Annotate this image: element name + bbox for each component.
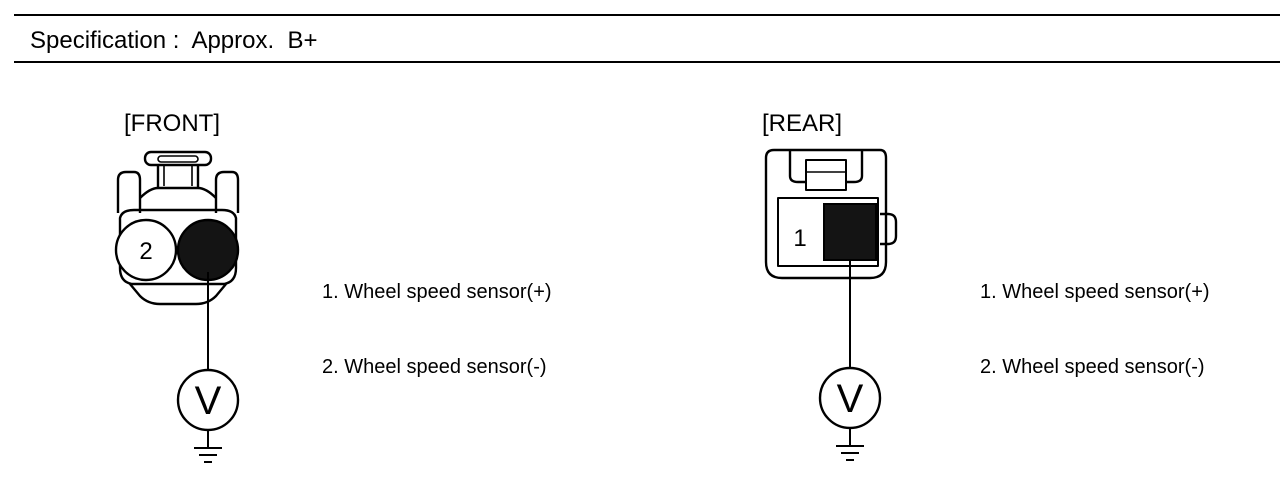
- specification-line: Specification : Approx. B+: [30, 27, 318, 55]
- front-title: [FRONT]: [124, 110, 220, 137]
- rear-pin-2: [823, 203, 877, 261]
- front-legend-item-2: 2. Wheel speed sensor(-): [322, 356, 547, 378]
- rear-legend-item-1: 1. Wheel speed sensor(+): [980, 281, 1210, 303]
- rear-housing: [764, 148, 888, 280]
- front-connector: [116, 150, 240, 306]
- front-pin-2: [114, 218, 178, 282]
- rear-group: [REAR] 1 V: [762, 110, 898, 461]
- front-group: [FRONT] 2 V: [114, 110, 240, 463]
- rear-ground-icon: [836, 428, 864, 461]
- specification-prefix: Approx.: [191, 27, 275, 54]
- rear-voltmeter-symbol: V: [837, 377, 864, 421]
- specification-label: Specification: [30, 27, 167, 54]
- front-voltmeter-symbol: V: [195, 379, 222, 423]
- front-pin-1: [176, 218, 240, 282]
- header-top-rule: [14, 14, 1280, 16]
- rear-pin-1-label: 1: [793, 225, 806, 252]
- front-skirt: [129, 283, 227, 306]
- front-body: [118, 208, 238, 286]
- rear-latch: [805, 159, 847, 191]
- specification-separator: :: [172, 27, 180, 54]
- rear-pin-legend: 1. Wheel speed sensor(+) 2. Wheel speed …: [980, 230, 1210, 405]
- front-legend-item-1: 1. Wheel speed sensor(+): [322, 281, 552, 303]
- rear-legend-item-2: 2. Wheel speed sensor(-): [980, 356, 1205, 378]
- specification-value: B+: [287, 27, 318, 54]
- rear-cavity: [777, 197, 879, 267]
- front-pin-legend: 1. Wheel speed sensor(+) 2. Wheel speed …: [322, 230, 552, 405]
- header-bottom-rule: [14, 61, 1280, 63]
- rear-title: [REAR]: [762, 110, 842, 137]
- rear-connector: [764, 148, 898, 280]
- front-latch: [143, 150, 213, 167]
- front-pin-2-label: 2: [139, 238, 152, 265]
- front-ground-icon: [194, 430, 222, 463]
